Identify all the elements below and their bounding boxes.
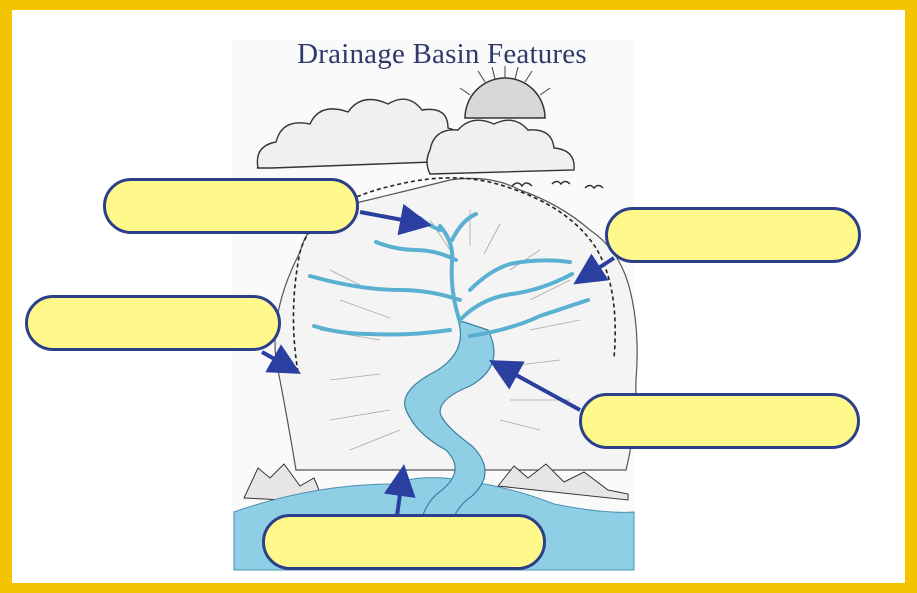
arrow-middle-left <box>262 352 294 370</box>
label-box-top-right[interactable] <box>605 207 861 263</box>
label-box-middle-right[interactable] <box>579 393 860 449</box>
label-box-middle-left[interactable] <box>25 295 281 351</box>
arrow-middle-right <box>496 364 580 410</box>
arrow-bottom <box>397 472 403 516</box>
label-box-bottom[interactable] <box>262 514 546 570</box>
label-box-top-left[interactable] <box>103 178 359 234</box>
arrow-top-left <box>360 212 424 224</box>
arrow-top-right <box>580 258 614 280</box>
